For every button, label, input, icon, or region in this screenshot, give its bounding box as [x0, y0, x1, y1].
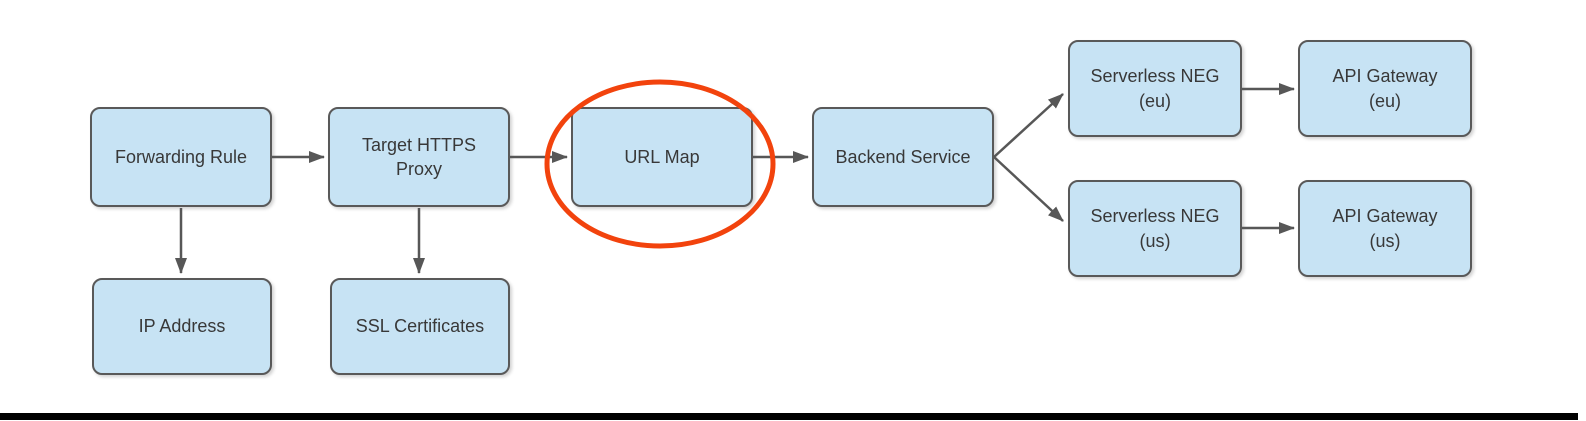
- node-label: Target HTTPS Proxy: [361, 134, 477, 179]
- node-label: Serverless NEG (us): [1090, 206, 1220, 251]
- node-label: Backend Service: [835, 146, 971, 167]
- node-label: Serverless NEG (eu): [1090, 66, 1220, 111]
- node-label: API Gateway (eu): [1332, 66, 1438, 111]
- node-label: API Gateway (us): [1332, 206, 1438, 251]
- node-api-gateway-us: API Gateway (us): [1298, 180, 1472, 277]
- node-api-gateway-eu: API Gateway (eu): [1298, 40, 1472, 137]
- node-url-map: URL Map: [571, 107, 753, 207]
- node-label: SSL Certificates: [355, 316, 485, 337]
- node-serverless-neg-us: Serverless NEG (us): [1068, 180, 1242, 277]
- node-forwarding-rule: Forwarding Rule: [90, 107, 272, 207]
- node-ssl-certificates: SSL Certificates: [330, 278, 510, 375]
- node-label: URL Map: [624, 146, 700, 167]
- node-label: IP Address: [138, 316, 226, 337]
- node-label: Forwarding Rule: [114, 146, 248, 167]
- window-bottom-edge: [0, 413, 1578, 420]
- node-ip-address: IP Address: [92, 278, 272, 375]
- node-serverless-neg-eu: Serverless NEG (eu): [1068, 40, 1242, 137]
- node-target-https-proxy: Target HTTPS Proxy: [328, 107, 510, 207]
- node-backend-service: Backend Service: [812, 107, 994, 207]
